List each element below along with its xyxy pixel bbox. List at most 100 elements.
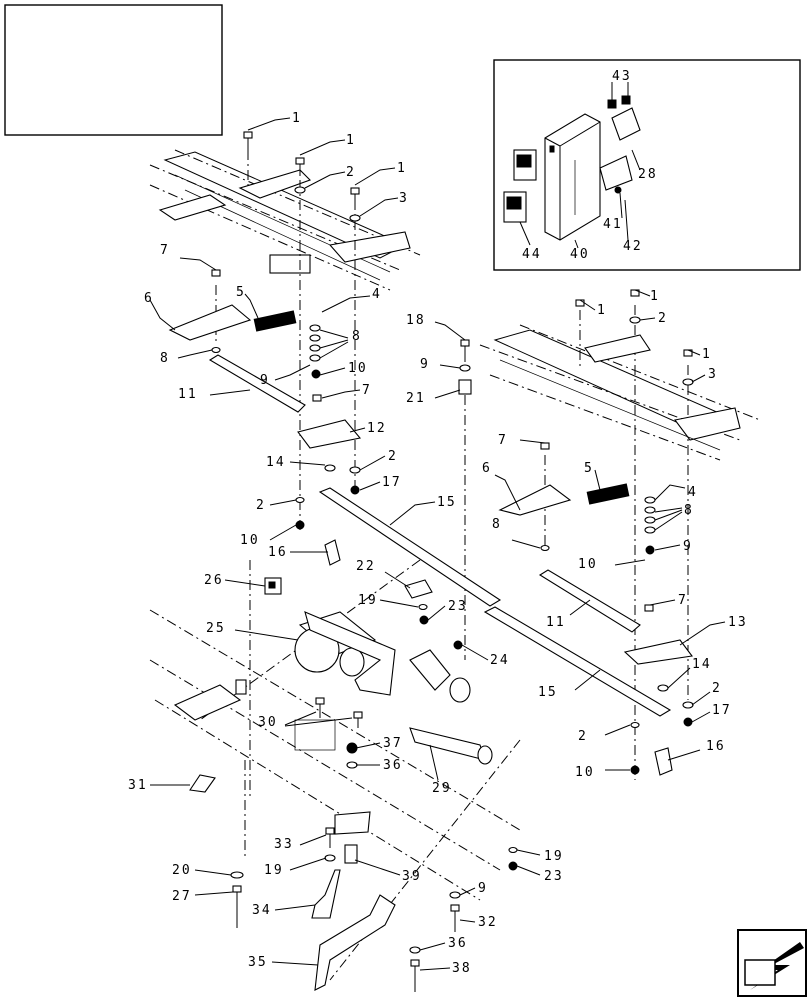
rod-end-part-29: [409, 727, 486, 761]
label-2: 2: [256, 498, 266, 513]
label-41: 41: [603, 217, 623, 232]
label-1: 1: [650, 289, 660, 304]
label-43: 43: [612, 69, 632, 84]
label-3: 3: [708, 367, 718, 382]
label-16: 16: [706, 739, 726, 754]
label-7: 7: [362, 383, 372, 398]
label-2: 2: [388, 449, 398, 464]
label-6: 6: [144, 291, 154, 306]
label-19: 19: [358, 593, 378, 608]
cylinder-part-25: [294, 611, 471, 703]
label-8: 8: [352, 329, 362, 344]
label-38: 38: [452, 961, 472, 976]
label-1: 1: [346, 133, 356, 148]
label-34: 34: [252, 903, 272, 918]
label-23: 23: [544, 869, 564, 884]
label-37: 37: [383, 736, 403, 751]
lever-part-6: [168, 304, 252, 341]
inset-brackets-28: [599, 95, 641, 194]
label-17: 17: [712, 703, 732, 718]
leader-lines: [149, 117, 726, 971]
label-36: 36: [448, 936, 468, 951]
label-2: 2: [346, 165, 356, 180]
label-7: 7: [160, 243, 170, 258]
label-35: 35: [248, 955, 268, 970]
rod-part-15-upper: [318, 487, 502, 607]
inset-module-40: [544, 113, 601, 241]
right-frame-assembly: [479, 324, 761, 461]
label-1: 1: [702, 347, 712, 362]
spring-part-5: [253, 310, 297, 332]
label-6: 6: [482, 461, 492, 476]
label-17: 17: [382, 475, 402, 490]
label-5: 5: [584, 461, 594, 476]
label-30: 30: [258, 715, 278, 730]
label-7: 7: [498, 433, 508, 448]
label-8: 8: [492, 517, 502, 532]
back-arrow-icon[interactable]: [737, 929, 807, 997]
label-26: 26: [204, 573, 224, 588]
label-3: 3: [399, 191, 409, 206]
label-4: 4: [372, 287, 382, 302]
label-2: 2: [578, 729, 588, 744]
label-14: 14: [266, 455, 286, 470]
label-27: 27: [172, 889, 192, 904]
label-19: 19: [544, 849, 564, 864]
switch-part-16-left: [324, 539, 341, 566]
clip-part-31: [189, 774, 216, 793]
label-42: 42: [623, 239, 643, 254]
left-frame-assembly: [149, 149, 421, 291]
label-1: 1: [397, 161, 407, 176]
label-36: 36: [383, 758, 403, 773]
bolt-parts: [211, 131, 361, 354]
label-15: 15: [437, 495, 457, 510]
label-29: 29: [432, 781, 452, 796]
label-9: 9: [420, 357, 430, 372]
label-10: 10: [240, 533, 260, 548]
label-7: 7: [678, 593, 688, 608]
label-9: 9: [260, 373, 270, 388]
rod-part-15-lower: [483, 606, 672, 717]
label-20: 20: [172, 863, 192, 878]
inset-box: [493, 59, 801, 271]
label-9: 9: [478, 881, 488, 896]
bracket-part-12: [297, 419, 362, 449]
label-13: 13: [728, 615, 748, 630]
label-16: 16: [268, 545, 288, 560]
label-39: 39: [402, 869, 422, 884]
label-2: 2: [712, 681, 722, 696]
bracket-part-35: [314, 894, 396, 991]
label-10: 10: [348, 361, 368, 376]
label-8: 8: [160, 351, 170, 366]
label-4: 4: [688, 485, 698, 500]
label-24: 24: [490, 653, 510, 668]
label-23: 23: [448, 599, 468, 614]
label-8: 8: [684, 503, 694, 518]
label-1: 1: [292, 111, 302, 126]
label-25: 25: [206, 621, 226, 636]
label-32: 32: [478, 915, 498, 930]
label-2: 2: [658, 311, 668, 326]
label-31: 31: [128, 778, 148, 793]
inset-switches-44: [503, 149, 537, 223]
bar-part-11: [208, 354, 306, 413]
title-block: [4, 4, 223, 136]
label-15: 15: [538, 685, 558, 700]
label-11: 11: [546, 615, 566, 630]
washer-stack-8: [309, 324, 321, 379]
label-14: 14: [692, 657, 712, 672]
bracket-part-34: [311, 869, 341, 919]
label-21: 21: [406, 391, 426, 406]
label-18: 18: [406, 313, 426, 328]
label-22: 22: [356, 559, 376, 574]
label-19: 19: [264, 863, 284, 878]
label-5: 5: [236, 285, 246, 300]
label-1: 1: [597, 303, 607, 318]
label-33: 33: [274, 837, 294, 852]
label-28: 28: [638, 167, 658, 182]
callout-labels: 1 1 1 2 3 7 6 5 4 8 8 9 10 11 7 12 14 2 …: [128, 111, 748, 976]
label-10: 10: [578, 557, 598, 572]
label-10: 10: [575, 765, 595, 780]
